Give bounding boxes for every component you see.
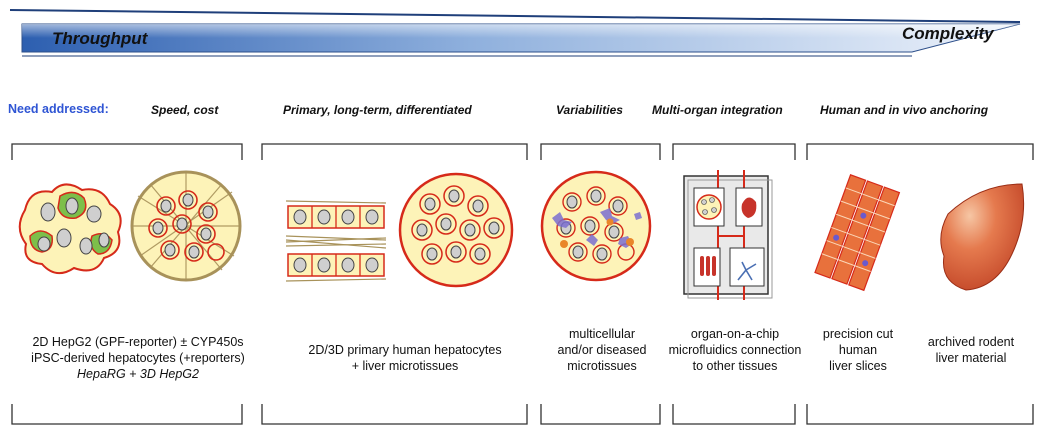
column-3-description: multicellular and/or diseased microtissu… (542, 326, 662, 374)
column-4-line-2: microfluidics connection (668, 343, 802, 357)
column-5b-line-2: liver material (935, 351, 1007, 365)
column-1-header: Speed, cost (151, 103, 219, 117)
multicellular-microtissue-illustration (540, 170, 652, 282)
need-addressed-label: Need addressed: (8, 102, 109, 116)
column-2-description: 2D/3D primary human hepatocytes + liver … (290, 342, 520, 374)
column-3-line-2: and/or diseased (557, 343, 647, 357)
column-5a-description: precision cut human liver slices (806, 326, 910, 374)
column-1-line-1: 2D HepG2 (GPF-reporter) ± CYP450s (32, 335, 244, 349)
column-3-header: Variabilities (556, 103, 623, 117)
column-1-line-3: HepaRG + 3D HepG2 (77, 367, 199, 381)
column-1-line-2: iPSC-derived hepatocytes (+reporters) (31, 351, 245, 365)
column-1-description: 2D HepG2 (GPF-reporter) ± CYP450s iPSC-d… (12, 334, 264, 382)
column-2-line-2: + liver microtissues (351, 359, 459, 373)
throughput-label: Throughput (52, 29, 148, 48)
top-brackets (11, 143, 1034, 160)
column-5a-line-1: precision cut (822, 327, 894, 341)
bottom-brackets (11, 404, 1034, 425)
column-3-line-3: microtissues (567, 359, 637, 373)
column-4-description: organ-on-a-chip microfluidics connection… (664, 326, 806, 374)
organ-on-a-chip-illustration (683, 170, 773, 300)
throughput-complexity-banner (9, 9, 1021, 57)
column-5a-line-3: liver slices (829, 359, 887, 373)
complexity-label: Complexity (902, 24, 994, 43)
column-5-header: Human and in vivo anchoring (820, 103, 989, 117)
column-5b-line-1: archived rodent (927, 335, 1015, 349)
precision-cut-liver-slices-illustration (814, 174, 901, 292)
column-5a-line-2: human (838, 343, 878, 357)
column-3-line-1: multicellular (569, 327, 635, 341)
primary-hepatocyte-sandwich-illustration (285, 200, 387, 282)
column-4-line-3: to other tissues (692, 359, 778, 373)
column-4-header: Multi-organ integration (652, 103, 783, 117)
column-4-line-1: organ-on-a-chip (690, 327, 780, 341)
hepg2-2d-cell-cluster-illustration (18, 183, 122, 275)
column-5b-description: archived rodent liver material (912, 334, 1030, 366)
column-2-header: Primary, long-term, differentiated (283, 103, 472, 117)
liver-microtissue-illustration (398, 172, 514, 288)
rodent-liver-illustration (940, 183, 1025, 291)
column-2-line-1: 2D/3D primary human hepatocytes (308, 343, 502, 357)
hepg2-3d-spheroid-illustration (130, 170, 242, 282)
